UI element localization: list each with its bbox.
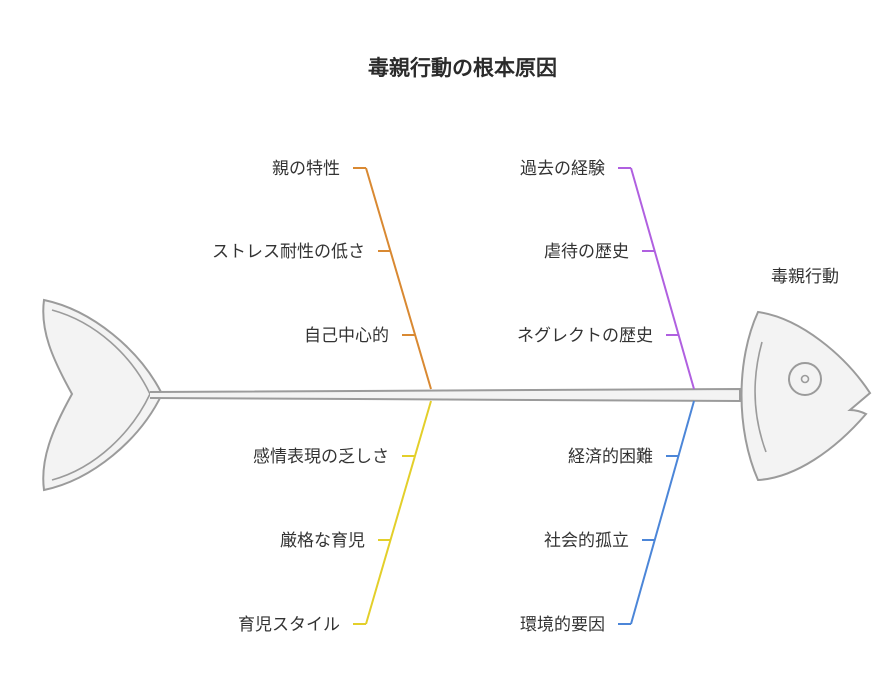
bone-bottom-right: 経済的困難 社会的孤立 環境的要因 (520, 400, 695, 635)
category-label-top-right: 過去の経験 (520, 159, 605, 179)
cause-label: 社会的孤立 (544, 531, 629, 551)
bone-top-left: 親の特性 ストレス耐性の低さ 自己中心的 (212, 159, 432, 390)
fish-eye-pupil (800, 374, 810, 384)
cause-label: ネグレクトの歴史 (517, 326, 653, 346)
category-label-bottom-left: 育児スタイル (238, 615, 340, 635)
fish-spine (149, 387, 741, 403)
cause-label: 経済的困難 (568, 447, 653, 467)
cause-label: ストレス耐性の低さ (212, 242, 365, 262)
bone-line (365, 400, 432, 625)
fish-eye (788, 362, 822, 396)
category-label-bottom-right: 環境的要因 (520, 615, 605, 635)
fish-gill-line (754, 341, 767, 453)
cause-label: 感情表現の乏しさ (253, 447, 389, 467)
bone-line (630, 167, 695, 390)
diagram-title: 毒親行動の根本原因 (368, 56, 557, 80)
fish-tail (42, 298, 164, 492)
cause-label: 虐待の歴史 (544, 242, 629, 262)
effect-label: 毒親行動 (771, 267, 839, 287)
bone-line (365, 167, 432, 390)
cause-label: 厳格な育児 (280, 531, 365, 551)
bone-top-right: 過去の経験 虐待の歴史 ネグレクトの歴史 (517, 159, 695, 390)
bone-bottom-left: 感情表現の乏しさ 厳格な育児 育児スタイル (238, 400, 432, 635)
category-label-top-left: 親の特性 (272, 159, 340, 179)
fish-head (740, 310, 872, 482)
cause-label: 自己中心的 (304, 326, 389, 346)
bone-line (630, 400, 695, 625)
